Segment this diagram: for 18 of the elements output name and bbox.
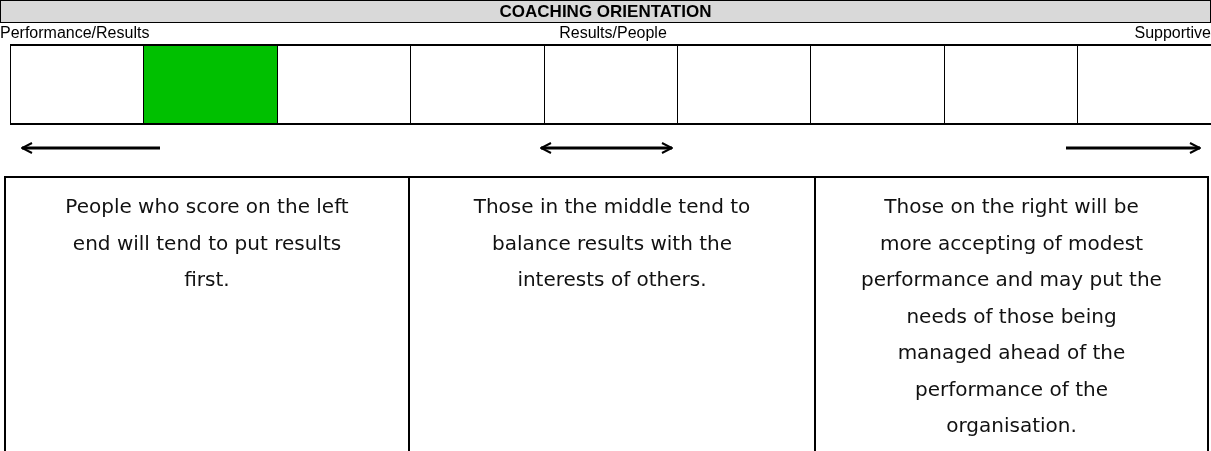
text-column — [4, 176, 408, 451]
scale-cell — [1077, 44, 1211, 125]
title-bar: COACHING ORIENTATION — [0, 0, 1211, 23]
text-column — [814, 176, 1209, 451]
scale-cell — [143, 44, 278, 125]
description-text: People who score on the left end will tend to put results first. — [64, 193, 350, 293]
scale-cell — [10, 44, 145, 125]
text-column — [408, 176, 814, 451]
scale-cell — [677, 44, 812, 125]
scale-label: Performance/Results — [0, 24, 150, 42]
scale-cell — [276, 44, 412, 125]
scale-cell — [810, 44, 945, 125]
description-text: Those on the right will be more accepting of modest performance and may put the needs of those being managed ahead of the performance of the organisation. — [860, 193, 1163, 439]
scale-cell — [543, 44, 678, 125]
scale-cell — [943, 44, 1079, 125]
scale-cell — [410, 44, 545, 125]
scale-label: Results/People — [559, 24, 667, 42]
description-text: Those in the middle tend to balance results with the interests of others. — [472, 193, 752, 293]
